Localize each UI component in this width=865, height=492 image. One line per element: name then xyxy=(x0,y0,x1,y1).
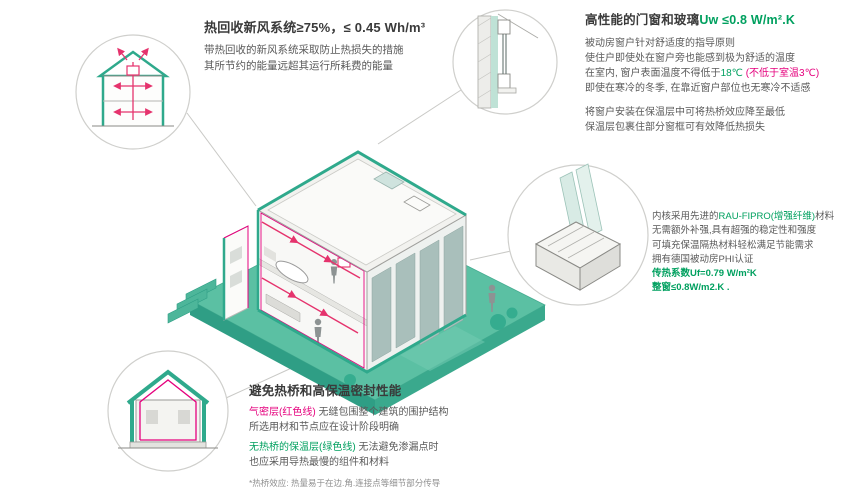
person-figure xyxy=(314,318,322,346)
airtight-layer-line xyxy=(260,212,365,369)
glass-facade xyxy=(366,214,467,373)
windows-title: 高性能的门窗和玻璃Uw ≤0.8 W/m².K xyxy=(585,13,796,27)
section-wall xyxy=(222,225,249,321)
windows-para1: 被动房窗户针对舒适度的指导原则使住户即使处在窗户旁也能感到极为舒适的温度在室内,… xyxy=(585,37,820,94)
frame-profile-circle-illustration xyxy=(507,163,649,306)
insulation-circle-illustration xyxy=(107,350,229,472)
bathtub xyxy=(275,260,309,284)
bush-icon xyxy=(344,307,518,386)
terrace-steps xyxy=(167,278,217,324)
connector-lines xyxy=(186,89,512,399)
person-figure xyxy=(488,284,496,312)
callout-thermal-text: 避免热桥和高保温密封性能 气密层(红色线) 无缝包围整个建筑的围护结构所选用材和… xyxy=(249,383,579,489)
thermal-title: 避免热桥和高保温密封性能 xyxy=(249,384,402,398)
ventilation-ducts xyxy=(261,221,361,334)
profile-body: 内核采用先进的RAU-FIPRO(增强纤维)材料无需额外补强,具有超强的稳定性和… xyxy=(652,211,835,294)
ventilation-title: 热回收新风系统≥75%，≤ 0.45 Wh/m³ xyxy=(204,20,426,35)
thermal-para2: 无热桥的保温层(绿色线) 无法避免渗漏点时也应采用导热最慢的组件和材料 xyxy=(249,442,439,469)
window-section-circle-illustration xyxy=(452,9,558,115)
callout-profile-text: 内核采用先进的RAU-FIPRO(增强纤维)材料无需额外补强,具有超强的稳定性和… xyxy=(652,210,864,296)
heat-recovery-arrows xyxy=(113,47,153,120)
hrv-unit-icon xyxy=(126,65,140,76)
callout-ventilation-text: 热回收新风系统≥75%，≤ 0.45 Wh/m³ 带热回收的新风系统采取防止热损… xyxy=(204,20,474,74)
house-illustration xyxy=(167,150,546,415)
windows-para2: 将窗户安装在保温层中可将热桥效应降至最低保温层包裹住部分窗框可有效降低热损失 xyxy=(585,106,785,133)
callout-windows-text: 高性能的门窗和玻璃Uw ≤0.8 W/m².K 被动房窗户针对舒适度的指导原则使… xyxy=(585,12,863,135)
insulation-layer-lines xyxy=(256,150,467,374)
thermal-footnote: *热桥效应: 热量易于在边.角.连接点等细节部分传导 xyxy=(249,478,441,489)
roof-hvac-unit xyxy=(403,195,431,212)
cutaway-interior xyxy=(257,209,368,373)
airtight-layer-line xyxy=(139,379,197,441)
ventilation-body: 带热回收的新风系统采取防止热损失的措施其所节约的能量远超其运行所耗费的能量 xyxy=(204,43,404,72)
ventilation-circle-illustration xyxy=(75,34,191,150)
thermal-para1: 气密层(红色线) 无缝包围整个建筑的围护结构所选用材和节点应在设计阶段明确 xyxy=(249,407,449,434)
skylight xyxy=(373,171,405,190)
